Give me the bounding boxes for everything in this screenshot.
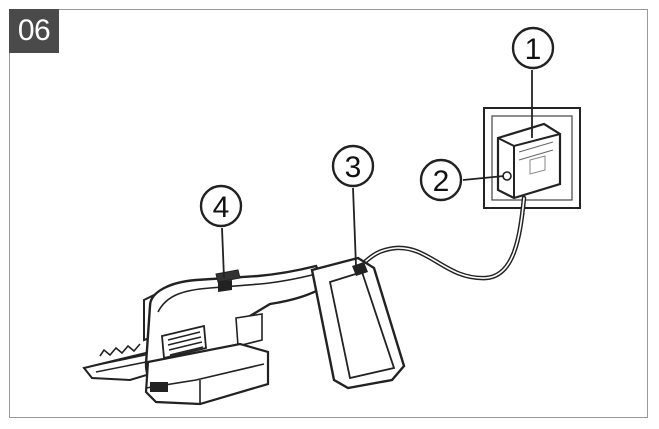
svg-text:4: 4 bbox=[213, 191, 230, 224]
svg-text:3: 3 bbox=[345, 151, 362, 184]
callout-1: 1 bbox=[511, 26, 555, 70]
callout-3: 3 bbox=[331, 144, 375, 188]
cordless-shear-body bbox=[144, 264, 328, 406]
svg-text:1: 1 bbox=[525, 33, 542, 66]
charger-adapter bbox=[496, 122, 562, 200]
charger-indicator-light bbox=[502, 171, 512, 181]
charging-cable bbox=[357, 195, 527, 281]
battery-pack bbox=[310, 256, 406, 390]
svg-text:2: 2 bbox=[433, 165, 450, 198]
battery-release bbox=[218, 280, 232, 292]
callout-2: 2 bbox=[419, 158, 463, 202]
callout-4: 4 bbox=[199, 184, 243, 228]
callout-leaders bbox=[221, 70, 533, 279]
step-number-badge: 06 bbox=[9, 9, 59, 53]
motor-vent bbox=[161, 324, 207, 360]
